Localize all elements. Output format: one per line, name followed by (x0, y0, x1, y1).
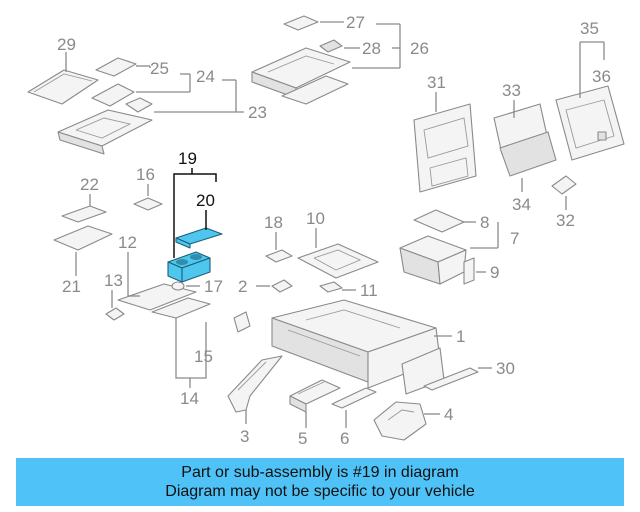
part-7-bin (399, 209, 499, 285)
part-9-clip (463, 257, 486, 285)
callout-30: 30 (496, 359, 515, 378)
part-3-bracket (227, 355, 283, 424)
callout-11: 11 (360, 281, 378, 300)
callout-29: 29 (57, 35, 76, 54)
callout-26: 26 (410, 39, 429, 58)
callout-9: 9 (490, 263, 499, 282)
callout-19: 19 (178, 149, 197, 168)
callout-2: 2 (238, 277, 247, 296)
callout-13: 13 (104, 271, 123, 290)
callout-10: 10 (306, 209, 325, 228)
callout-20: 20 (196, 191, 215, 210)
callout-31: 31 (427, 73, 446, 92)
part-25-pads (91, 57, 191, 107)
part-10-shifter-plate (297, 228, 379, 279)
banner-line-2: Diagram may not be specific to your vehi… (165, 483, 475, 500)
part-18-knob (265, 232, 293, 263)
callout-28: 28 (362, 39, 381, 58)
callout-17: 17 (204, 277, 223, 296)
callout-4: 4 (444, 405, 453, 424)
part-14-15-trim (175, 318, 207, 388)
callout-36: 36 (592, 67, 611, 86)
callout-3: 3 (240, 427, 249, 446)
part-5-cover (289, 379, 341, 428)
part-31-bezel (413, 92, 477, 193)
part-2-bracket (233, 279, 293, 333)
part-1-console (271, 299, 452, 395)
callout-6: 6 (340, 429, 349, 448)
part-32-clip (551, 175, 577, 210)
part-21-mat (53, 225, 113, 276)
callout-25: 25 (150, 59, 169, 78)
part-23-tray (57, 79, 244, 155)
part-33-pocket (493, 100, 557, 192)
part-30-strip (423, 367, 492, 391)
callout-12: 12 (118, 233, 137, 252)
part-17-ring (171, 281, 200, 291)
callout-24: 24 (196, 67, 215, 86)
callout-34: 34 (512, 195, 531, 214)
callout-5: 5 (298, 429, 307, 448)
callout-7: 7 (510, 229, 519, 248)
callout-21: 21 (62, 277, 81, 296)
callout-18: 18 (264, 213, 283, 232)
part-4-support (373, 401, 440, 441)
part-16-pad (133, 184, 163, 211)
banner-line-1: Part or sub-assembly is #19 in diagram (181, 464, 459, 481)
part-6-rail (331, 387, 377, 428)
callout-8: 8 (480, 213, 489, 232)
part-29-mat (27, 52, 99, 105)
part-20-liner (175, 210, 223, 249)
part-22-mat (61, 194, 107, 223)
part-26-lid (251, 15, 401, 105)
callout-35: 35 (580, 19, 599, 38)
callout-33: 33 (502, 81, 521, 100)
callout-16: 16 (136, 165, 155, 184)
info-banner: Part or sub-assembly is #19 in diagram D… (16, 458, 624, 506)
callout-22: 22 (80, 175, 99, 194)
callout-15: 15 (194, 347, 213, 366)
part-11-switch (319, 281, 356, 293)
callout-1: 1 (456, 327, 465, 346)
callout-23: 23 (248, 103, 267, 122)
part-35-panel (555, 41, 625, 161)
part-12-base (117, 252, 211, 319)
part-19-cupholder (167, 168, 217, 283)
part-13-clip (105, 290, 125, 321)
callout-32: 32 (556, 211, 575, 230)
callout-14: 14 (180, 389, 199, 408)
callout-27: 27 (346, 13, 365, 32)
